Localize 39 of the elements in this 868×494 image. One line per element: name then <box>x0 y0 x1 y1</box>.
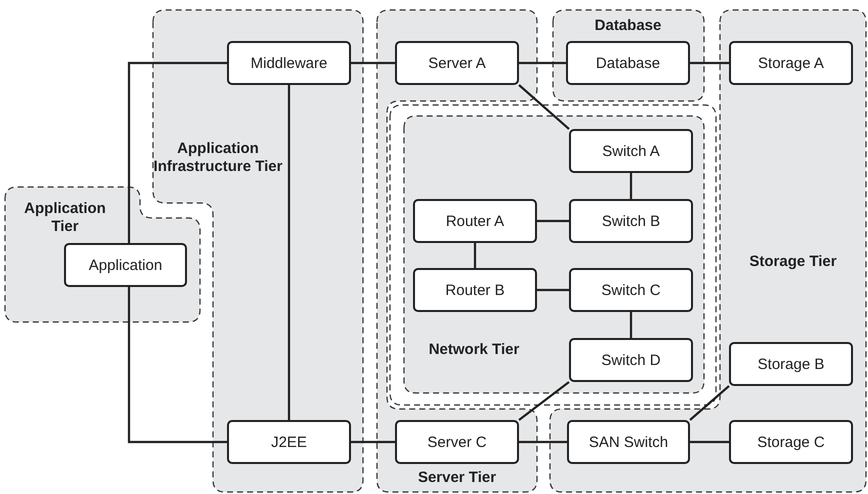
device-box: J2EE <box>227 420 351 464</box>
connector-line <box>689 385 730 421</box>
device-box: Router B <box>413 268 537 312</box>
connector-line <box>537 220 569 222</box>
device-box: Storage A <box>729 41 853 85</box>
device-box: Switch A <box>569 129 693 173</box>
connector-line <box>128 287 227 444</box>
connector-line <box>351 62 395 64</box>
connector-line <box>288 85 290 420</box>
device-box: SAN Switch <box>567 420 690 464</box>
connector-line <box>128 62 227 243</box>
connector-line <box>519 62 566 64</box>
connector-line <box>690 440 729 444</box>
device-box: Router A <box>413 199 537 243</box>
device-box: Application <box>64 243 187 287</box>
device-box: Server C <box>395 420 519 464</box>
device-box: Storage B <box>729 342 853 386</box>
tier-label: Application Infrastructure Tier <box>153 140 283 176</box>
device-box: Middleware <box>227 41 351 85</box>
tier-label: Server Tier <box>416 469 498 487</box>
tier-label: Storage Tier <box>748 253 838 271</box>
device-box: Storage C <box>729 420 853 464</box>
connector-line <box>474 243 476 268</box>
tier-label: Application Tier <box>23 200 107 236</box>
device-box: Switch C <box>569 268 693 312</box>
connector-line <box>537 288 569 292</box>
connector-line <box>630 312 632 338</box>
device-box: Switch B <box>569 199 693 243</box>
device-box: Database <box>566 41 690 85</box>
connector-line <box>519 440 567 444</box>
connector-line <box>351 440 395 444</box>
connector-line <box>518 84 570 130</box>
device-box: Server A <box>395 41 519 85</box>
connector-line <box>518 381 570 421</box>
connector-line <box>630 173 632 199</box>
device-box: Switch D <box>569 338 693 382</box>
connector-line <box>690 62 729 64</box>
tier-label: Network Tier <box>428 341 520 359</box>
tier-label: Database <box>594 17 662 35</box>
